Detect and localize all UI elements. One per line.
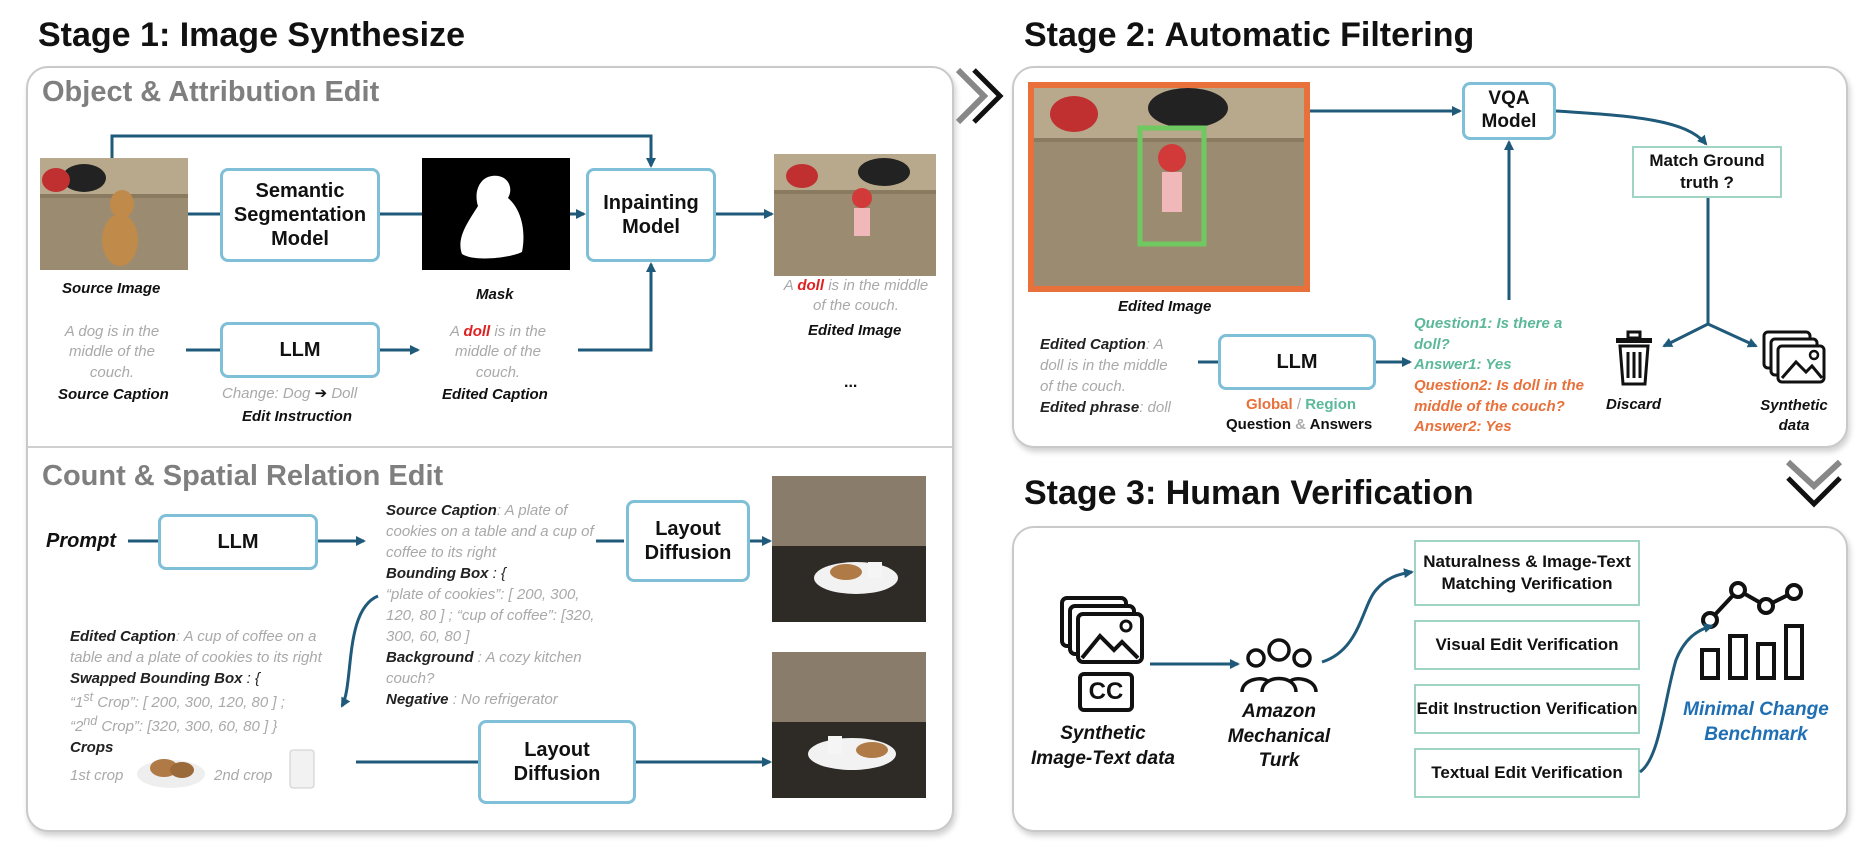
stage2-edited-image xyxy=(1028,82,1310,292)
image-stack-icon-large xyxy=(1060,596,1144,664)
synthetic-data-label: Synthetic data xyxy=(1760,397,1828,434)
source-caption-label: Source Caption xyxy=(58,386,169,403)
edited-image-label: Edited Image xyxy=(808,322,902,339)
llm-box-a: LLM xyxy=(220,322,380,378)
edit-instruction-label: Edit Instruction xyxy=(242,408,352,425)
first-crop-image xyxy=(134,746,208,792)
stage1-title: Stage 1: Image Synthesize xyxy=(38,16,466,54)
verification-textual-edit-box: Textual Edit Verification xyxy=(1414,748,1640,798)
section-object-attribution-title: Object & Attribution Edit xyxy=(42,76,380,108)
stage2-title: Stage 2: Automatic Filtering xyxy=(1024,16,1475,54)
chevron-right-icon xyxy=(955,67,1004,125)
bar-chart-trend-icon xyxy=(1700,581,1804,680)
edited-image-caption: A doll is in the middle of the couch. xyxy=(783,277,929,315)
prompt-label: Prompt xyxy=(46,530,116,552)
edited-caption-label: Edited Caption xyxy=(442,386,548,403)
layout-output-image-1 xyxy=(772,476,926,622)
qa-block: Question1: Is there a doll? Answer1: Yes… xyxy=(1414,315,1585,436)
chevron-down-icon xyxy=(1785,459,1843,508)
closed-caption-icon: CC xyxy=(1078,672,1134,712)
stage3-title: Stage 3: Human Verification xyxy=(1024,474,1474,512)
stage2-caption-block: Edited Caption: A doll is in the middle … xyxy=(1040,336,1171,416)
stage1-divider xyxy=(28,446,952,448)
mask-label: Mask xyxy=(476,286,514,303)
edited-caption-block: Edited Caption: A cup of coffee on a tab… xyxy=(70,628,322,756)
minimal-change-benchmark-label: Minimal Change Benchmark xyxy=(1683,699,1829,745)
edit-instruction-text: Change: Dog ➔ Doll xyxy=(222,385,358,402)
llm-box-b: LLM xyxy=(158,514,318,570)
second-crop-image xyxy=(282,744,322,794)
people-group-icon xyxy=(1240,638,1318,693)
question-answers-label: Question & Answers xyxy=(1226,416,1373,433)
edited-image xyxy=(774,154,936,276)
stage2-llm-box: LLM xyxy=(1218,334,1376,390)
layout-output-image-2 xyxy=(772,652,926,798)
verification-edit-instruction-box: Edit Instruction Verification xyxy=(1414,684,1640,734)
source-caption-text: A dog is in the middle of the couch. xyxy=(64,323,160,381)
verification-naturalness-box: Naturalness & Image-Text Matching Verifi… xyxy=(1414,540,1640,606)
verification-visual-edit-box: Visual Edit Verification xyxy=(1414,620,1640,670)
first-crop-label: 1st crop xyxy=(70,767,124,784)
trash-icon xyxy=(1616,330,1652,386)
source-caption-block: Source Caption: A plate of cookies on a … xyxy=(386,502,595,708)
layout-diffusion-box-2: Layout Diffusion xyxy=(478,720,636,804)
ellipsis: ... xyxy=(844,374,858,391)
stage2-edited-image-label: Edited Image xyxy=(1118,298,1212,315)
mask-image xyxy=(422,158,570,270)
second-crop-label: 2nd crop xyxy=(214,767,273,784)
image-stack-icon xyxy=(1762,330,1826,384)
source-image-label: Source Image xyxy=(62,280,161,297)
source-image xyxy=(40,158,188,270)
section-count-spatial-title: Count & Spatial Relation Edit xyxy=(42,460,444,492)
inpainting-model-box: Inpainting Model xyxy=(586,168,716,262)
synthetic-image-text-label: Synthetic Image-Text data xyxy=(1031,723,1175,769)
layout-diffusion-box-1: Layout Diffusion xyxy=(626,500,750,582)
amazon-mechanical-turk-label: Amazon Mechanical Turk xyxy=(1227,701,1331,772)
match-ground-truth-box: Match Ground truth ? xyxy=(1632,146,1782,198)
vqa-model-box: VQA Model xyxy=(1462,82,1556,140)
semantic-segmentation-box: Semantic Segmentation Model xyxy=(220,168,380,262)
discard-label: Discard xyxy=(1606,396,1662,413)
edited-caption-text: A doll is in the middle of the couch. xyxy=(449,323,547,381)
global-region-label: Global / Region xyxy=(1246,396,1357,413)
